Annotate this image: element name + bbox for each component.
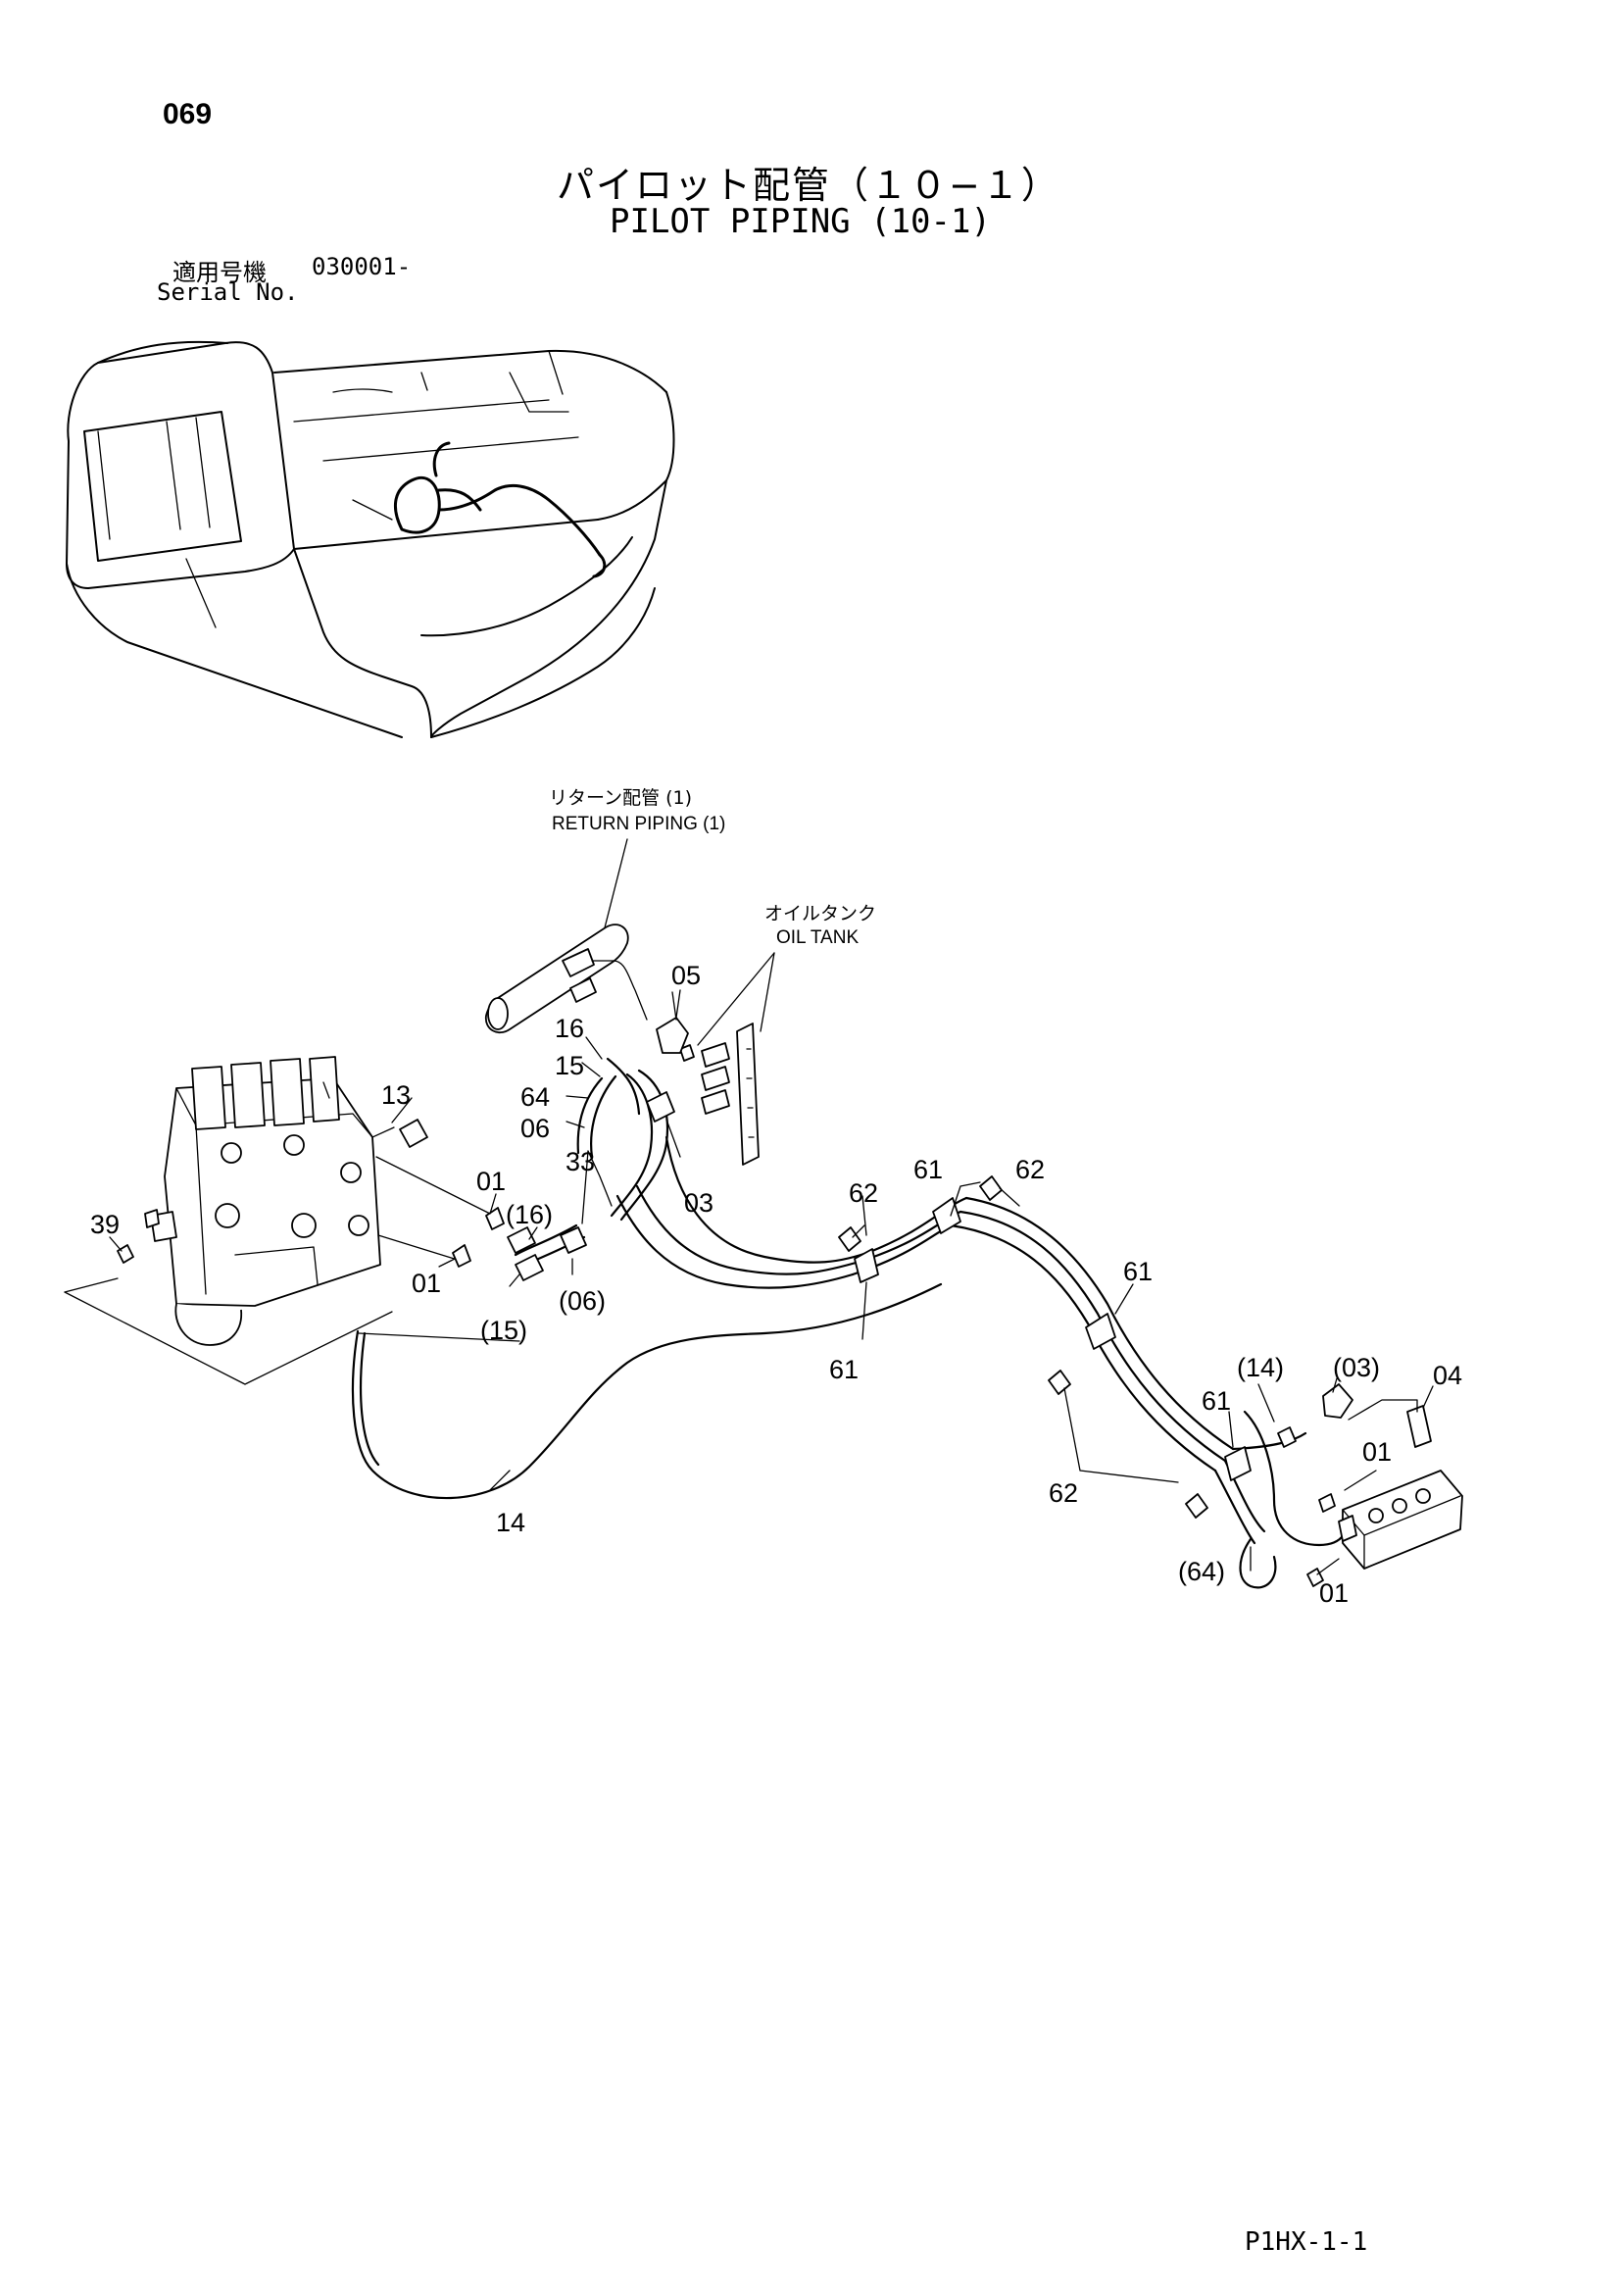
callout-01-lower: 01 bbox=[1319, 1578, 1349, 1608]
leader-13 bbox=[391, 1097, 413, 1123]
oil-tank-label-japanese: オイルタンク bbox=[764, 903, 876, 924]
callout-33: 33 bbox=[566, 1147, 595, 1176]
callout-61-top: 61 bbox=[913, 1155, 943, 1184]
callout-16-ref: (16) bbox=[506, 1200, 553, 1229]
leader-61-top bbox=[950, 1181, 981, 1217]
serial-label-japanese: 適用号機 bbox=[172, 259, 267, 286]
callout-61-bottom: 61 bbox=[829, 1355, 859, 1384]
part-14-end bbox=[1277, 1426, 1297, 1448]
callout-06: 06 bbox=[520, 1114, 550, 1143]
control-valve-base-outline-2 bbox=[64, 1277, 119, 1293]
callout-14-ref: (14) bbox=[1237, 1353, 1284, 1382]
valve-connection-line-1 bbox=[375, 1156, 491, 1215]
hose-clamps bbox=[854, 1197, 1252, 1481]
part-05-elbow bbox=[656, 989, 689, 1054]
callout-01-upper: 01 bbox=[476, 1167, 506, 1196]
callout-39: 39 bbox=[90, 1210, 120, 1239]
pilot-valve-block bbox=[1318, 1470, 1463, 1570]
part-13-fitting bbox=[399, 1119, 428, 1148]
leader-01-lower bbox=[1316, 1558, 1340, 1575]
part-03-fitting bbox=[1322, 1383, 1353, 1419]
part-01-upper bbox=[485, 1207, 505, 1230]
leader-lines bbox=[358, 991, 1434, 1572]
callout-14: 14 bbox=[496, 1508, 525, 1537]
callout-15-ref: (15) bbox=[480, 1316, 527, 1345]
return-piping-label-japanese: リターン配管 (1) bbox=[549, 787, 692, 809]
return-piping-label-english: RETURN PIPING (1) bbox=[552, 814, 725, 834]
part-03-fitting-center bbox=[646, 1091, 675, 1123]
part-39-screw bbox=[117, 1244, 134, 1264]
return-pipe bbox=[485, 923, 648, 1034]
callout-03-ref: (03) bbox=[1333, 1353, 1380, 1382]
callout-05: 05 bbox=[671, 961, 701, 990]
oil-tank-leader-2 bbox=[760, 952, 775, 1032]
bolts-62 bbox=[838, 1175, 1208, 1519]
oil-tank-label-english: OIL TANK bbox=[776, 927, 859, 948]
callout-01-middle: 01 bbox=[412, 1269, 441, 1298]
leader-39 bbox=[109, 1236, 123, 1252]
control-valve-base-outline bbox=[64, 1291, 393, 1385]
part-01-middle bbox=[452, 1244, 471, 1268]
valve-connection-line-2 bbox=[377, 1234, 462, 1262]
title-japanese: パイロット配管（１０−１） bbox=[557, 164, 1060, 207]
leader-03-04 bbox=[1348, 1399, 1418, 1421]
control-valve-assembly bbox=[144, 1056, 395, 1346]
serial-label-english: Serial No. bbox=[157, 278, 299, 306]
part-15-fitting bbox=[515, 1254, 544, 1281]
page-number: 069 bbox=[163, 98, 213, 130]
part-04-fitting bbox=[1406, 1405, 1432, 1448]
callout-13: 13 bbox=[381, 1080, 411, 1110]
callout-04: 04 bbox=[1433, 1361, 1462, 1390]
leader-62-lower bbox=[1063, 1387, 1179, 1483]
title-english: PILOT PIPING (10-1) bbox=[610, 202, 991, 241]
part-06-fitting bbox=[560, 1226, 587, 1254]
callout-64-ref: (64) bbox=[1178, 1557, 1225, 1586]
callout-06-ref: (06) bbox=[559, 1286, 606, 1316]
callout-62-lower: 62 bbox=[1049, 1478, 1078, 1508]
callout-62-top: 62 bbox=[1015, 1155, 1045, 1184]
serial-number-value: 030001- bbox=[312, 253, 412, 280]
part-16-fitting bbox=[507, 1226, 536, 1254]
callout-16: 16 bbox=[555, 1014, 584, 1043]
oil-tank-leader-1 bbox=[697, 952, 775, 1046]
footer-code: P1HX-1-1 bbox=[1245, 2227, 1368, 2257]
callout-61-lower: 61 bbox=[1202, 1386, 1231, 1416]
excavator-overview-illustration bbox=[66, 340, 675, 738]
oil-tank-port-plate bbox=[679, 1023, 760, 1166]
callout-64: 64 bbox=[520, 1082, 550, 1112]
callout-62-left: 62 bbox=[849, 1178, 878, 1208]
callout-15: 15 bbox=[555, 1051, 584, 1080]
callout-03: 03 bbox=[684, 1188, 713, 1218]
callout-61-right: 61 bbox=[1123, 1257, 1153, 1286]
callout-01-right: 01 bbox=[1362, 1437, 1392, 1467]
